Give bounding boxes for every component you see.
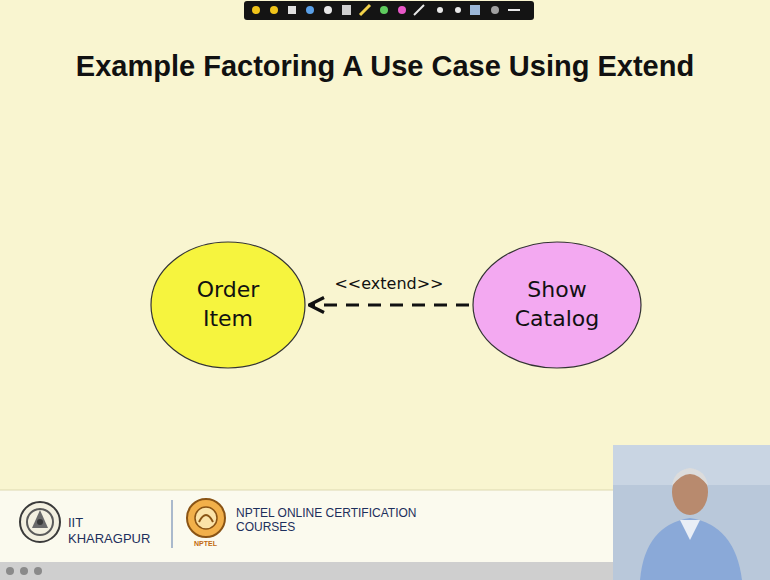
tool-icon <box>508 9 520 11</box>
tool-icon <box>470 5 480 15</box>
logo-caption: NPTEL <box>194 540 224 548</box>
nav-icon <box>6 567 14 575</box>
tool-icon <box>360 5 370 15</box>
tool-icon <box>398 6 406 14</box>
use-case-ellipse: Show Catalog <box>472 241 642 369</box>
ellipse-outline <box>472 241 642 369</box>
tool-icon <box>270 6 278 14</box>
toolbar-icons <box>252 5 520 15</box>
ellipse-shape <box>151 242 305 368</box>
tool-icon <box>288 6 296 14</box>
iit-logo <box>20 502 60 542</box>
toolbar <box>244 1 534 20</box>
extend-arrow <box>309 304 469 307</box>
footer-text: IIT KHARAGPUR <box>68 515 168 546</box>
presenter-video <box>613 445 770 580</box>
stereotype-label: <<extend>> <box>331 274 446 293</box>
nptel-logo <box>187 499 225 537</box>
tool-icon <box>491 6 499 14</box>
slide-title: Example Factoring A Use Case Using Exten… <box>70 42 700 90</box>
tool-icon <box>380 6 388 14</box>
tool-icon <box>306 6 314 14</box>
ellipse-outline <box>150 241 306 369</box>
tool-icon <box>414 5 424 15</box>
tool-icon <box>455 7 461 13</box>
use-case-name: Show Catalog <box>515 276 599 333</box>
nav-icon <box>20 567 28 575</box>
nav-icon <box>34 567 42 575</box>
use-case-ellipse: Order Item <box>150 241 306 369</box>
footer-text: NPTEL ONLINE CERTIFICATION COURSES <box>236 507 436 535</box>
tool-icon <box>324 6 332 14</box>
tool-icon <box>437 7 443 13</box>
tool-icon <box>252 6 260 14</box>
tool-icon <box>342 5 351 15</box>
use-case-name: Order Item <box>197 276 260 333</box>
ellipse-shape <box>473 242 641 368</box>
footer-divider <box>171 500 173 548</box>
